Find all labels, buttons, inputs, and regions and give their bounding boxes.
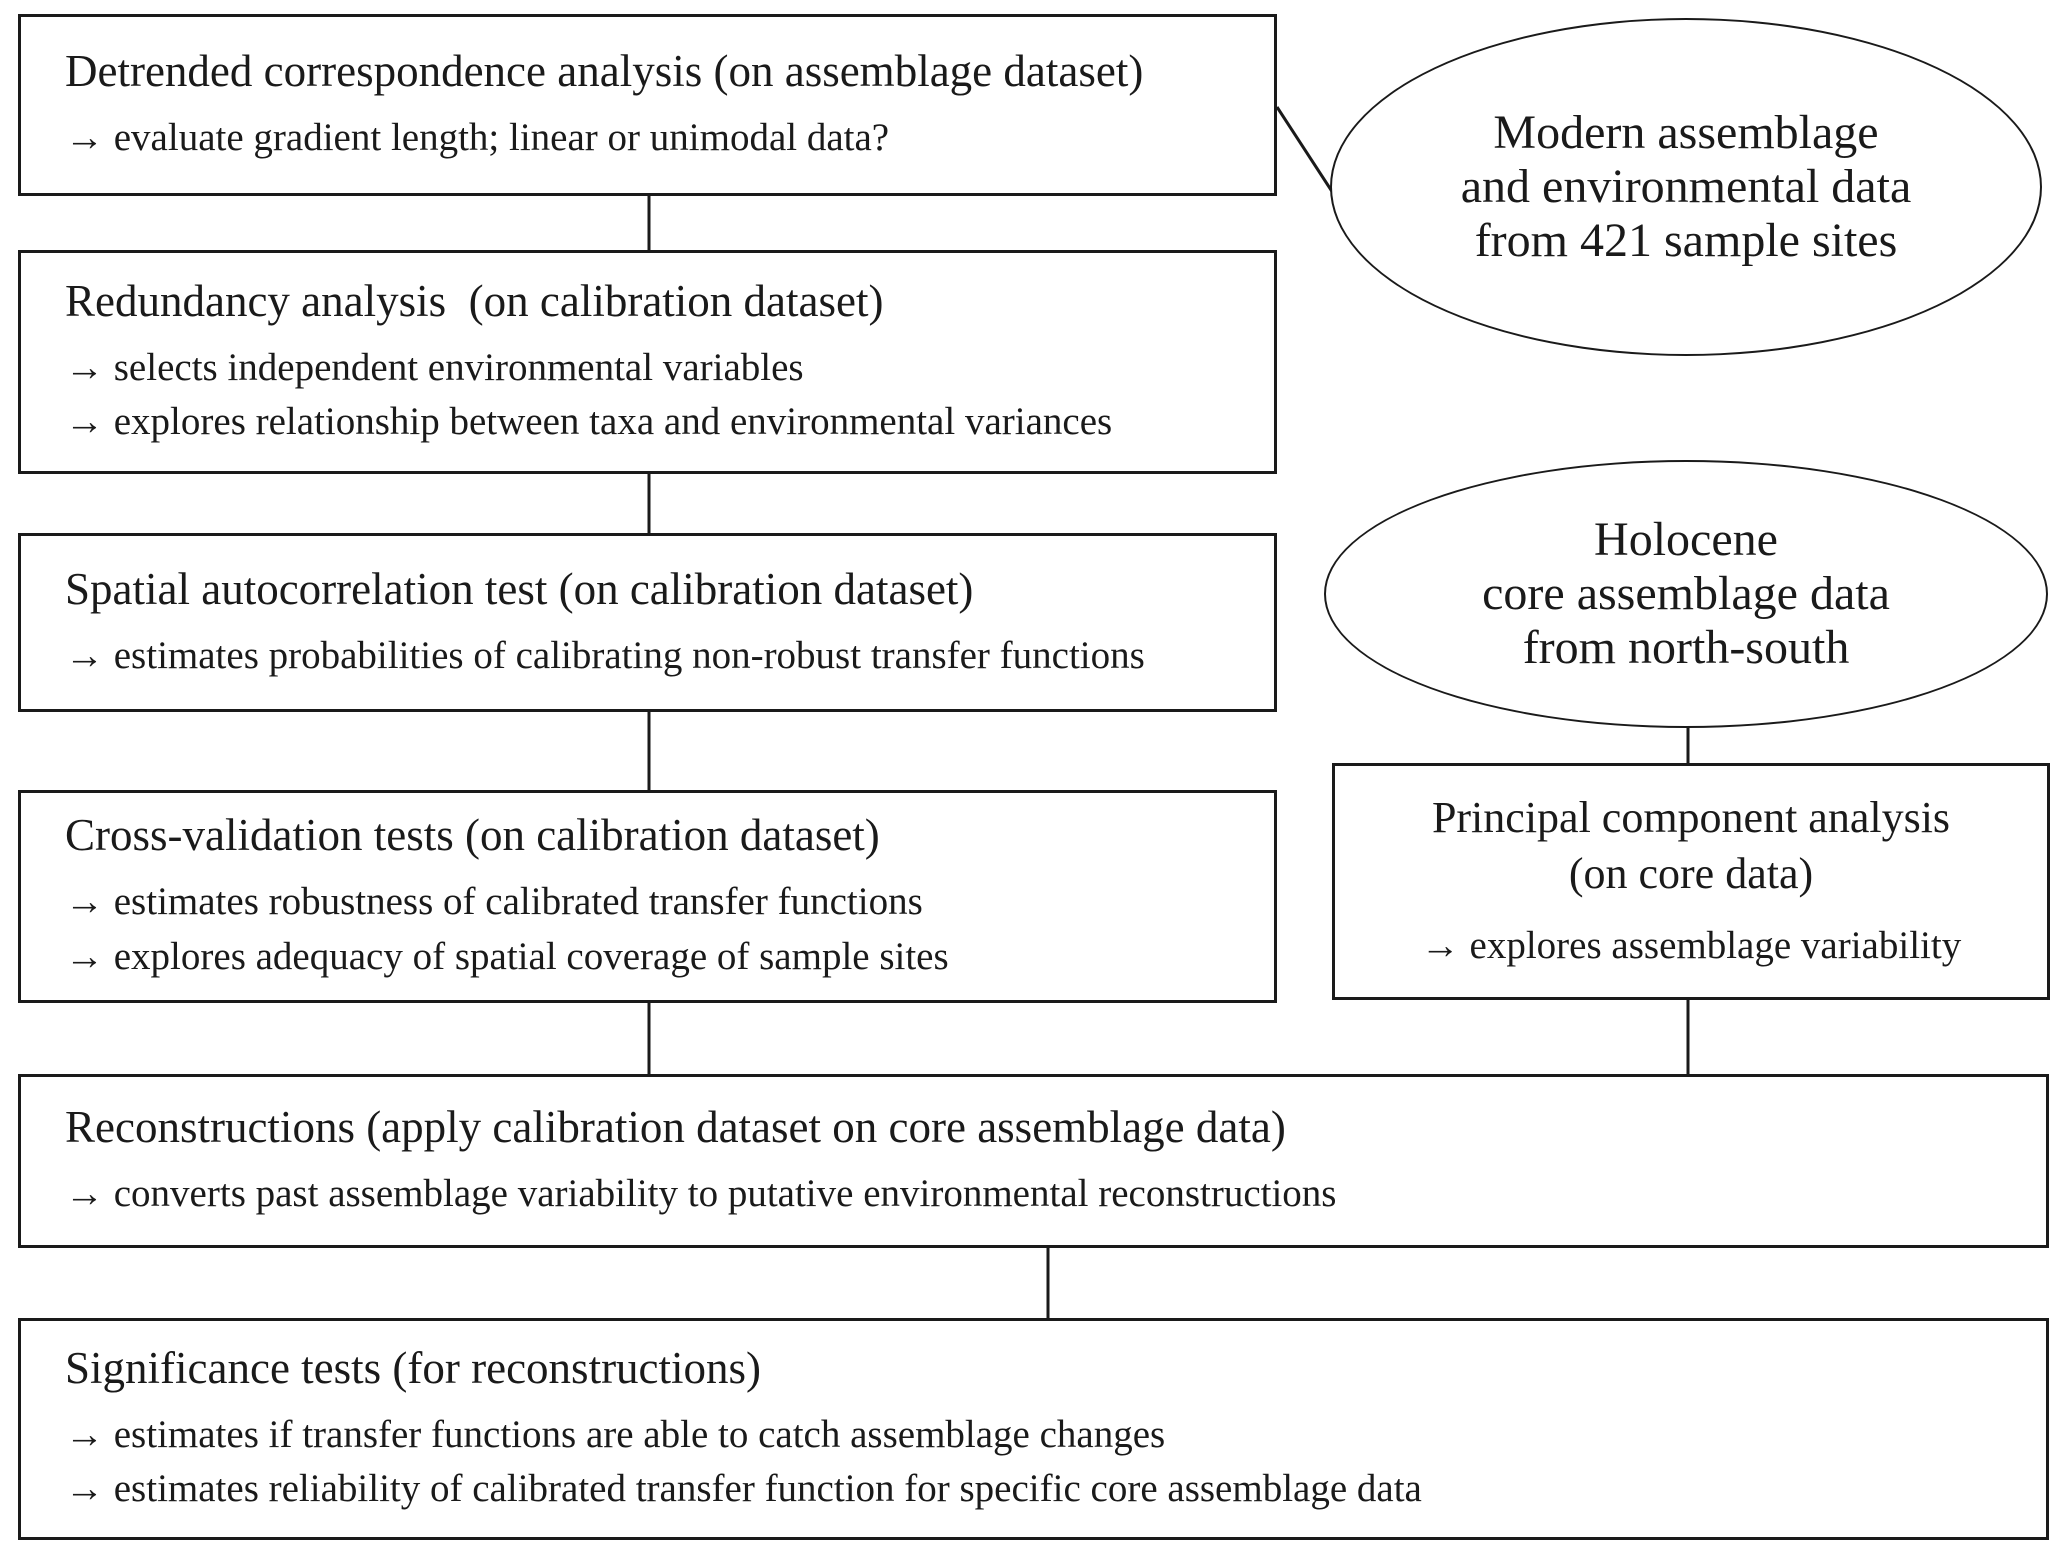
- ellipse-text-line: core assemblage data: [1482, 567, 1890, 621]
- ellipse-text-line: Modern assemblage: [1493, 106, 1879, 160]
- box-note: → explores adequacy of spatial coverage …: [65, 934, 949, 978]
- box-note: → selects independent environmental vari…: [65, 345, 804, 389]
- box-note: → estimates probabilities of calibrating…: [65, 633, 1145, 677]
- box-redundancy-analysis: Redundancy analysis (on calibration data…: [18, 250, 1277, 474]
- box-title: Significance tests (for reconstructions): [65, 1342, 762, 1393]
- box-spatial-autocorrelation-test: Spatial autocorrelation test (on calibra…: [18, 533, 1277, 712]
- box-title: Principal component analysis: [1431, 792, 1951, 842]
- box-note: → converts past assemblage variability t…: [65, 1172, 1337, 1216]
- box-cross-validation-tests: Cross-validation tests (on calibration d…: [18, 790, 1277, 1003]
- box-title: Cross-validation tests (on calibration d…: [65, 810, 880, 861]
- ellipse-text-line: from north-south: [1522, 620, 1850, 674]
- box-title: Reconstructions (apply calibration datas…: [65, 1102, 1286, 1153]
- box-title: Redundancy analysis (on calibration data…: [65, 275, 884, 326]
- box-title: Spatial autocorrelation test (on calibra…: [65, 563, 974, 614]
- box-detrended-correspondence-analysis: Detrended correspondence analysis (on as…: [18, 14, 1277, 196]
- box-title: Detrended correspondence analysis (on as…: [65, 46, 1144, 97]
- box-note: → explores relationship between taxa and…: [65, 400, 1113, 444]
- box-significance-tests: Significance tests (for reconstructions)…: [18, 1318, 2049, 1540]
- ellipse-text-line: Holocene: [1594, 513, 1778, 567]
- box-reconstructions: Reconstructions (apply calibration datas…: [18, 1074, 2049, 1248]
- box-note: → explores assemblage variability: [1420, 923, 1962, 967]
- ellipse-holocene-core-data: Holocene core assemblage data from north…: [1324, 460, 2048, 728]
- box-note: → estimates if transfer functions are ab…: [65, 1412, 1166, 1456]
- box-subtitle: (on core data): [1568, 849, 1814, 899]
- box-note: → estimates robustness of calibrated tra…: [65, 880, 923, 924]
- ellipse-text-line: from 421 sample sites: [1474, 213, 1898, 267]
- box-note: → estimates reliability of calibrated tr…: [65, 1467, 1422, 1511]
- connector-dca-to-modern-ellipse: [1275, 106, 1335, 194]
- box-note: → evaluate gradient length; linear or un…: [65, 116, 890, 160]
- ellipse-modern-assemblage-data: Modern assemblage and environmental data…: [1330, 18, 2042, 356]
- ellipse-text-line: and environmental data: [1460, 160, 1912, 214]
- box-principal-component-analysis: Principal component analysis (on core da…: [1332, 763, 2050, 1000]
